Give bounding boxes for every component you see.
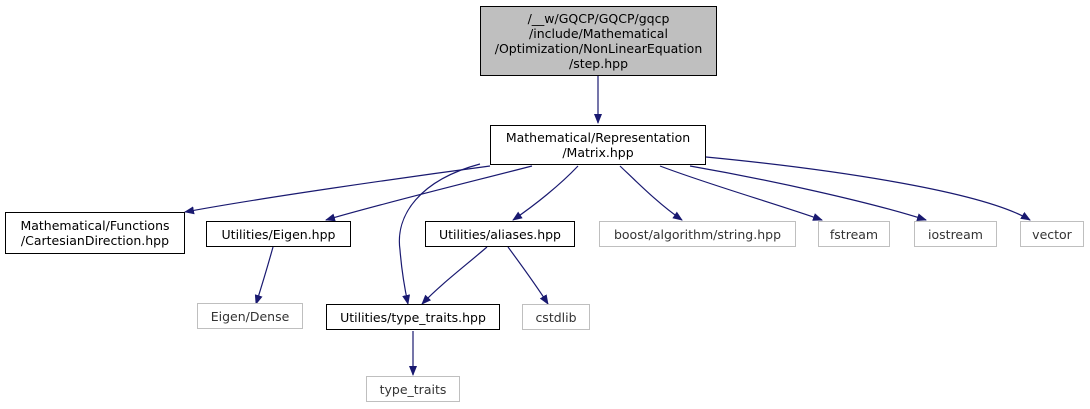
- edge-matrix-to-type-traits-hpp: [398, 163, 481, 305]
- node-vector: vector: [1020, 221, 1084, 247]
- node-line: type_traits: [379, 381, 447, 397]
- node-matrix-hpp[interactable]: Mathematical/Representation /Matrix.hpp: [490, 125, 706, 165]
- node-eigen-dense: Eigen/Dense: [197, 303, 303, 329]
- node-line: /include/Mathematical: [529, 26, 668, 41]
- node-type-traits-hpp[interactable]: Utilities/type_traits.hpp: [326, 304, 500, 330]
- edge-matrix-to-cartesian: [184, 165, 491, 215]
- node-cstdlib: cstdlib: [522, 304, 590, 330]
- node-line: /Matrix.hpp: [562, 145, 634, 160]
- node-line: Eigen/Dense: [210, 308, 290, 324]
- node-type-traits: type_traits: [366, 376, 460, 402]
- edge-matrix-to-iostream: [689, 165, 927, 222]
- node-line: Utilities/type_traits.hpp: [340, 309, 486, 325]
- edge-matrix-to-fstream: [659, 165, 823, 221]
- node-line: iostream: [928, 226, 983, 242]
- edge-matrix-to-vector: [705, 156, 1031, 221]
- edge-eigen-to-eigen-dense: [254, 246, 274, 305]
- node-line: cstdlib: [535, 309, 577, 325]
- node-line: Utilities/Eigen.hpp: [221, 226, 336, 242]
- node-step-hpp: /__w/GQCP/GQCP/gqcp /include/Mathematica…: [480, 6, 717, 76]
- edge-aliases-to-type-traits-hpp: [421, 246, 488, 305]
- node-line: boost/algorithm/string.hpp: [613, 226, 782, 242]
- node-line: fstream: [829, 226, 879, 242]
- node-line: /step.hpp: [568, 56, 628, 71]
- edge-matrix-to-eigen: [325, 165, 533, 222]
- node-eigen-hpp[interactable]: Utilities/Eigen.hpp: [206, 221, 351, 247]
- node-boost-string-hpp: boost/algorithm/string.hpp: [599, 221, 796, 247]
- node-iostream: iostream: [914, 221, 997, 247]
- node-line: Mathematical/Representation: [505, 130, 691, 145]
- node-line: /__w/GQCP/GQCP/gqcp: [527, 11, 670, 26]
- node-line: Mathematical/Functions: [20, 218, 170, 233]
- edge-aliases-to-cstdlib: [507, 246, 549, 305]
- node-line: vector: [1032, 226, 1072, 242]
- node-line: Utilities/aliases.hpp: [438, 226, 561, 242]
- node-aliases-hpp[interactable]: Utilities/aliases.hpp: [425, 221, 575, 247]
- node-cartesian-direction-hpp[interactable]: Mathematical/Functions /CartesianDirecti…: [5, 212, 185, 254]
- edge-matrix-to-boost-string: [619, 165, 683, 221]
- node-line: /CartesianDirection.hpp: [20, 233, 170, 248]
- node-fstream: fstream: [818, 221, 890, 247]
- node-line: /Optimization/NonLinearEquation: [494, 41, 703, 56]
- edge-matrix-to-aliases: [512, 165, 579, 221]
